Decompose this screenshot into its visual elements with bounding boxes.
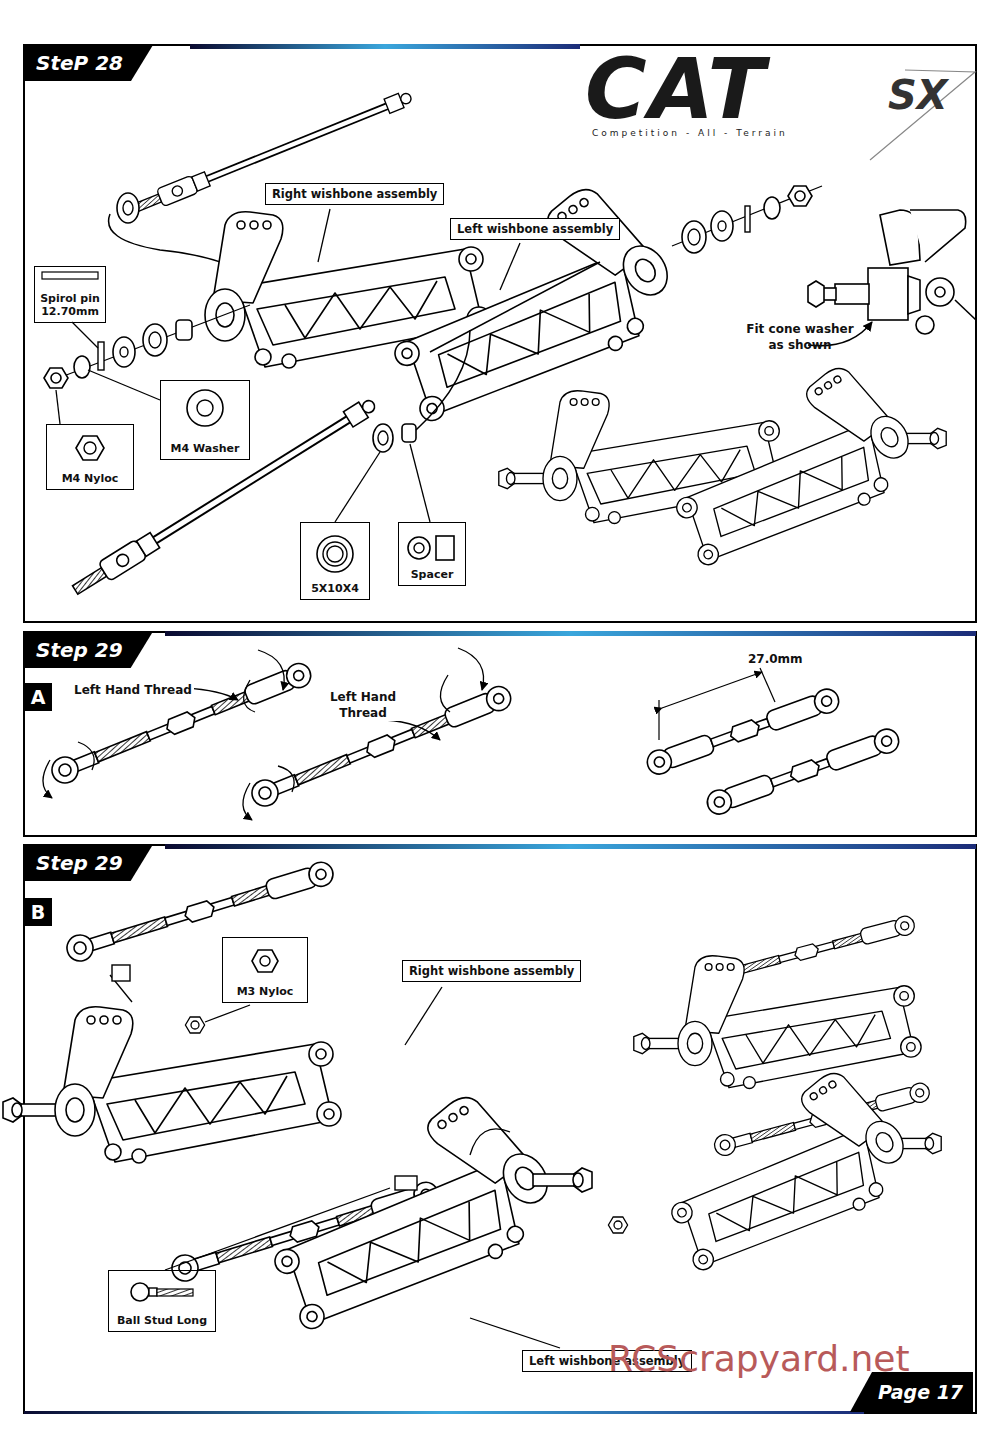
logo-suffix: SX bbox=[888, 72, 948, 118]
node-text: Spirol pin 12.70mm bbox=[38, 292, 102, 318]
node-text: A bbox=[24, 683, 52, 711]
node-text: Right wishbone assembly bbox=[409, 964, 574, 978]
node-text: Spacer bbox=[411, 568, 454, 581]
part-callout: Right wishbone assembly bbox=[402, 960, 581, 982]
part-icon-box: Spacer bbox=[398, 522, 466, 586]
step-header: Step 29 bbox=[24, 632, 153, 668]
thread-note: Left Hand Thread bbox=[322, 690, 404, 721]
node-text: M4 Nyloc bbox=[62, 472, 119, 485]
watermark: RCScrapyard.net bbox=[608, 1338, 910, 1379]
substep-letter: A bbox=[24, 683, 52, 711]
node-text: M3 Nyloc bbox=[237, 985, 294, 998]
part-icon-box: M3 Nyloc bbox=[222, 937, 308, 1003]
part-callout: Right wishbone assembly bbox=[265, 183, 444, 205]
substep-letter: B bbox=[24, 898, 52, 926]
part-icon-box: Ball Stud Long bbox=[108, 1270, 216, 1332]
part-callout: Left wishbone assembly bbox=[450, 218, 620, 240]
node-text: Step 29 bbox=[36, 638, 123, 662]
node-text: Step 29 bbox=[36, 851, 123, 875]
node-text: Left wishbone assembly bbox=[457, 222, 613, 236]
node-text: Ball Stud Long bbox=[117, 1314, 207, 1327]
node-text: 5X10X4 bbox=[311, 582, 359, 595]
node-text: M4 Washer bbox=[171, 442, 240, 455]
logo-tagline: Competition - All - Terrain bbox=[592, 128, 788, 138]
part-icon-box: 5X10X4 bbox=[300, 522, 370, 600]
node-text: B bbox=[24, 898, 52, 926]
part-icon-box: M4 Nyloc bbox=[46, 424, 134, 490]
node-text: Page 17 bbox=[878, 1381, 963, 1403]
thread-note: Left Hand Thread bbox=[72, 683, 194, 697]
part-icon-box: Spirol pin 12.70mm bbox=[34, 266, 106, 323]
node-text: Right wishbone assembly bbox=[272, 187, 437, 201]
node-text: SteP 28 bbox=[36, 51, 123, 75]
step-header: SteP 28 bbox=[24, 45, 153, 81]
step-header: Step 29 bbox=[24, 845, 153, 881]
note: Fit cone washer as shown bbox=[738, 322, 862, 353]
part-icon-box: M4 Washer bbox=[160, 380, 250, 460]
logo-text: CAT bbox=[585, 40, 767, 138]
dimension: 27.0mm bbox=[746, 652, 805, 666]
